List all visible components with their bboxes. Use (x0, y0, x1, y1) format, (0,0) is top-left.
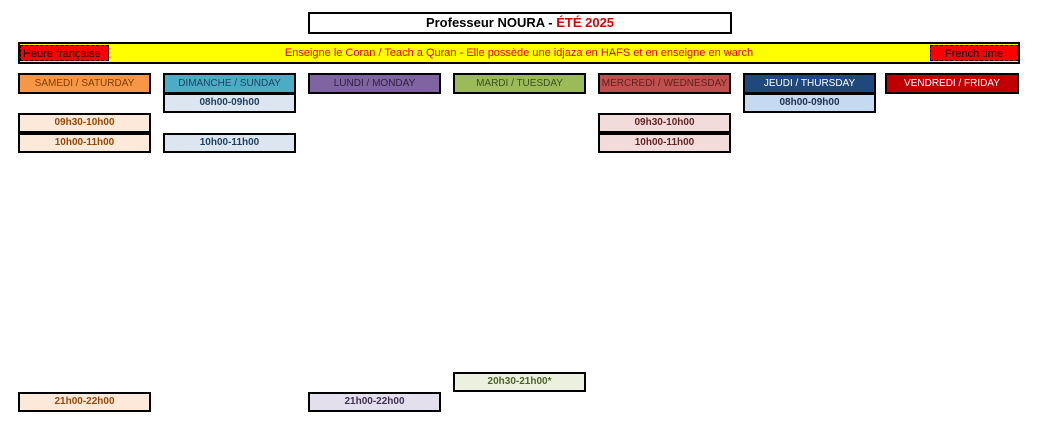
season-label: ÉTÉ 2025 (556, 15, 615, 30)
page-title: Professeur NOURA - ÉTÉ 2025 (308, 12, 732, 34)
slot-saturday-1: 09h30-10h00 (18, 113, 151, 133)
slot-sunday-2: 10h00-11h00 (163, 133, 296, 153)
french-time-label-right: French time (930, 45, 1018, 61)
day-header-friday: VENDREDI / FRIDAY (885, 73, 1019, 94)
slot-saturday-3: 21h00-22h00 (18, 392, 151, 412)
slot-wednesday-2: 10h00-11h00 (598, 133, 731, 153)
slot-tuesday-1: 20h30-21h00* (453, 372, 586, 392)
day-header-saturday: SAMEDI / SATURDAY (18, 73, 151, 94)
banner-text: Enseigne le Coran / Teach a Quran - Elle… (284, 47, 754, 59)
day-header-tuesday: MARDI / TUESDAY (453, 73, 586, 94)
slot-wednesday-1: 09h30-10h00 (598, 113, 731, 133)
title-separator: - (544, 15, 557, 30)
slot-thursday-1: 08h00-09h00 (743, 93, 876, 113)
day-header-sunday: DIMANCHE / SUNDAY (163, 73, 296, 94)
teacher-name: Professeur NOURA (425, 15, 545, 30)
info-banner: Enseigne le Coran / Teach a Quran - Elle… (18, 42, 1020, 64)
slot-sunday-1: 08h00-09h00 (163, 93, 296, 113)
day-header-thursday: JEUDI / THURSDAY (743, 73, 876, 94)
day-header-monday: LUNDI / MONDAY (308, 73, 441, 94)
day-header-wednesday: MERCREDI / WEDNESDAY (598, 73, 731, 94)
french-time-label-left: Heure française (20, 45, 109, 61)
slot-saturday-2: 10h00-11h00 (18, 133, 151, 153)
slot-monday-1: 21h00-22h00 (308, 392, 441, 412)
